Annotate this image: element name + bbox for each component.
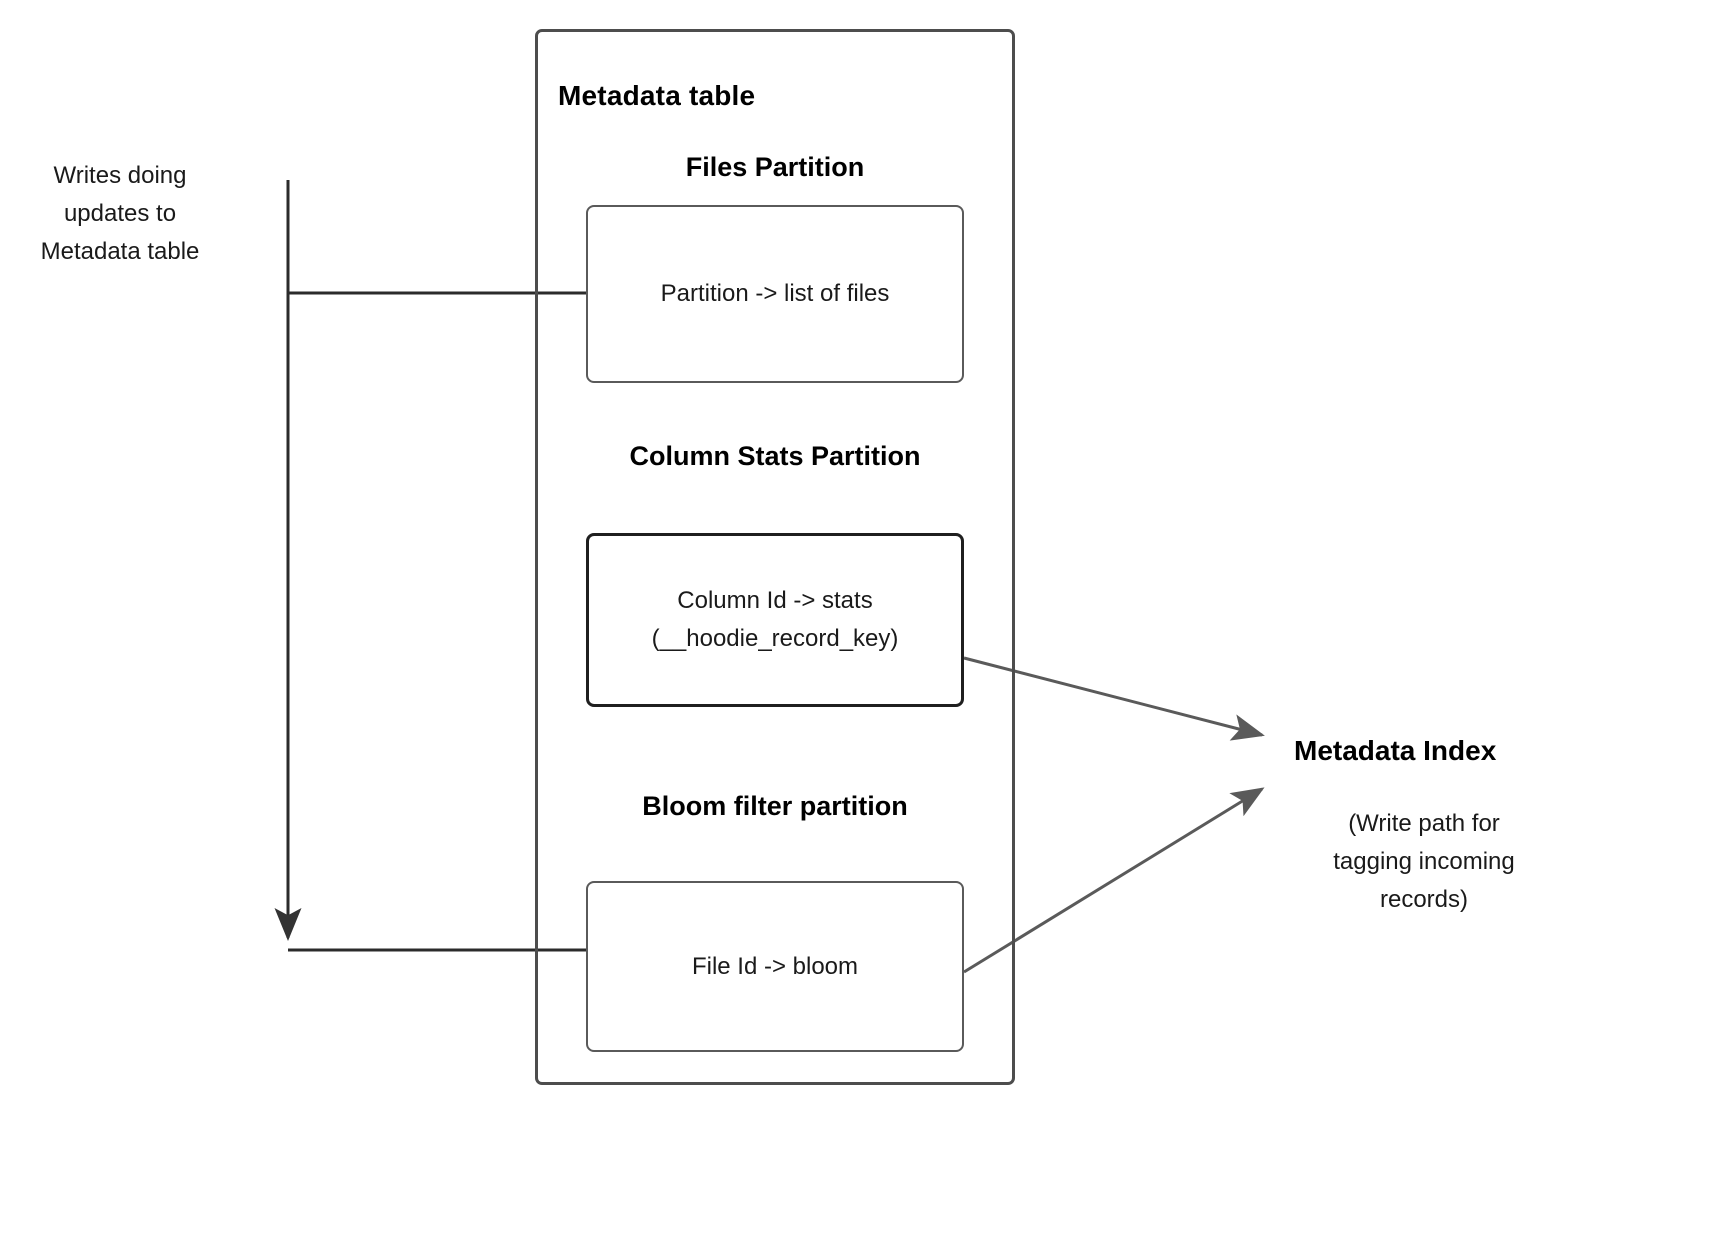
bloom-filter-partition-box: File Id -> bloom: [586, 881, 964, 1052]
column-stats-partition-box-text: Column Id -> stats (__hoodie_record_key): [651, 587, 899, 652]
files-partition-heading: Files Partition: [685, 152, 865, 182]
column-stats-partition-box: Column Id -> stats (__hoodie_record_key): [586, 533, 964, 707]
metadata-index-label: Metadata Index: [1294, 735, 1497, 766]
writes-doing-updates-caption: Writes doing updates to Metadata table: [40, 162, 200, 265]
column-stats-partition-heading: Column Stats Partition: [629, 441, 921, 471]
files-partition-box: Partition -> list of files: [586, 205, 964, 383]
bloom-filter-partition-heading: Bloom filter partition: [642, 791, 908, 821]
bloom-filter-partition-box-text: File Id -> bloom: [691, 952, 859, 980]
metadata-table-title: Metadata table: [558, 80, 756, 111]
metadata-index-caption: (Write path for tagging incoming records…: [1333, 810, 1515, 913]
metadata-table-container: [535, 29, 1015, 1085]
files-partition-box-text: Partition -> list of files: [660, 280, 890, 307]
